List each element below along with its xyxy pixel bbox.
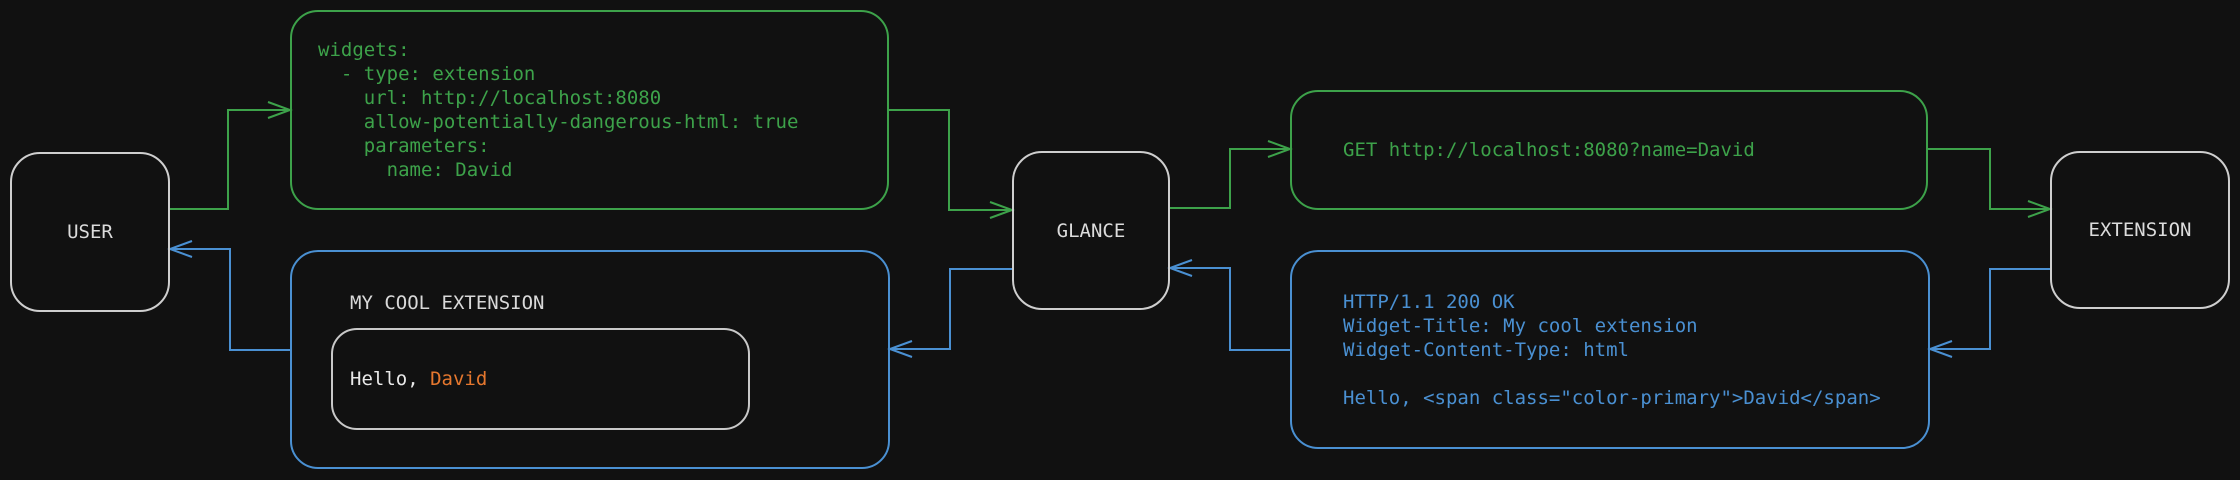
widget-preview-box: MY COOL EXTENSION Hello, David: [290, 250, 890, 469]
glance-node: GLANCE: [1012, 151, 1170, 310]
arrow-glance-to-request: [1170, 140, 1293, 209]
arrow-widget-to-user: [167, 240, 290, 351]
greeting-prefix: Hello,: [350, 368, 431, 390]
glance-node-label: GLANCE: [1056, 219, 1126, 242]
greeting-name: David: [430, 368, 488, 390]
widget-preview-title: MY COOL EXTENSION: [350, 292, 545, 314]
arrow-extension-to-response: [1927, 268, 2050, 358]
widget-content-frame: Hello, David: [331, 328, 750, 430]
arrow-user-to-config: [170, 101, 293, 210]
http-response-message-box: HTTP/1.1 200 OK Widget-Title: My cool ex…: [1290, 250, 1930, 449]
config-yaml-message-box: widgets: - type: extension url: http://l…: [290, 10, 889, 210]
http-request-code: GET http://localhost:8080?name=David: [1343, 139, 1755, 161]
arrow-config-to-glance: [889, 109, 1015, 219]
http-request-message-box: GET http://localhost:8080?name=David: [1290, 90, 1928, 210]
user-node-label: USER: [67, 221, 113, 243]
config-yaml-code: widgets: - type: extension url: http://l…: [318, 39, 799, 181]
widget-greeting: Hello, David: [333, 367, 487, 391]
extension-node: EXTENSION: [2050, 151, 2230, 309]
arrow-request-to-extension: [1928, 148, 2053, 218]
user-node: USER: [10, 152, 170, 312]
arrow-response-to-glance: [1167, 259, 1290, 351]
extension-node-label: EXTENSION: [2088, 219, 2192, 241]
arrow-glance-to-widget: [887, 268, 1012, 358]
http-response-code: HTTP/1.1 200 OK Widget-Title: My cool ex…: [1343, 290, 1881, 409]
